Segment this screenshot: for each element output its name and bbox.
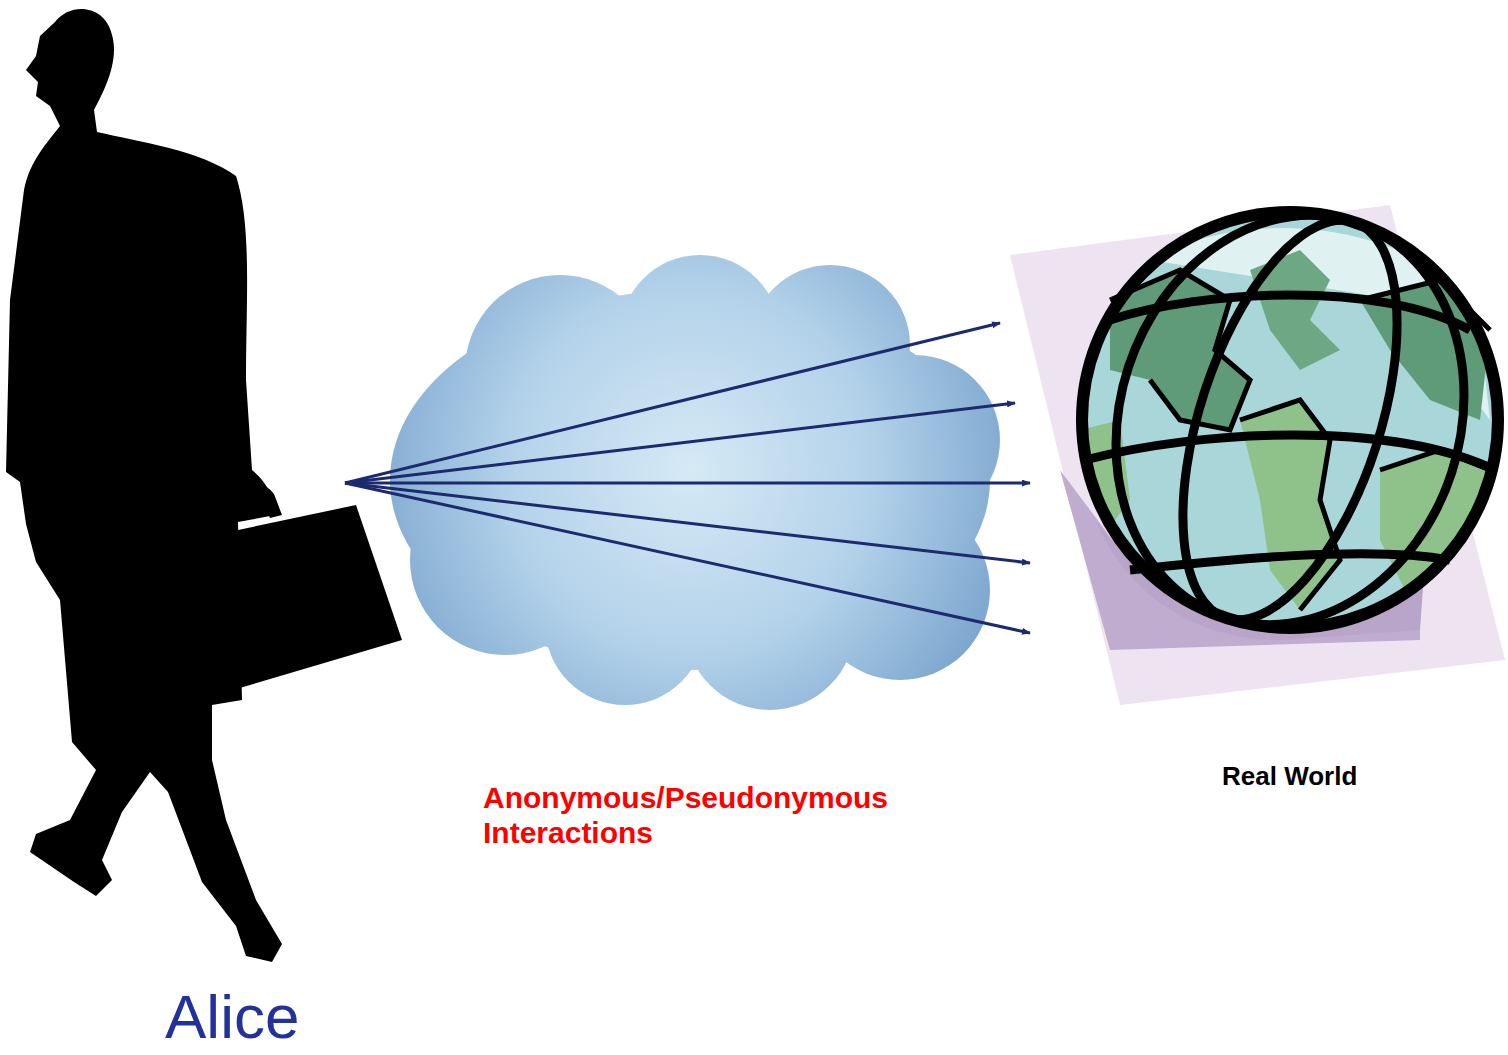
globe xyxy=(1064,170,1508,671)
globe-figure: Real World xyxy=(1035,200,1505,792)
arrow-connector xyxy=(345,323,1000,483)
arrow-connector xyxy=(345,483,1030,633)
person-name: Alice xyxy=(165,981,299,1052)
alice-silhouette xyxy=(6,9,402,962)
cloud-label: Anonymous/Pseudonymous Interactions xyxy=(483,781,1043,850)
arrow-connector xyxy=(345,403,1015,483)
globe-caption: Real World xyxy=(1222,761,1357,792)
arrow-connector xyxy=(345,483,1030,563)
person-figure: Alice xyxy=(0,0,345,1052)
arrow-connector xyxy=(345,482,1030,485)
